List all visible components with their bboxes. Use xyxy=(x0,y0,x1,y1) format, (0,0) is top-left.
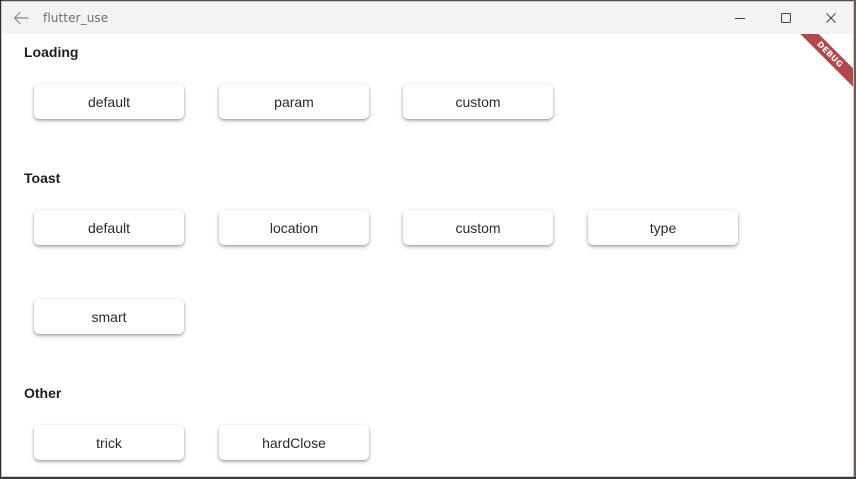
back-button[interactable] xyxy=(6,3,36,33)
maximize-button[interactable] xyxy=(763,2,809,34)
debug-banner: DEBUG xyxy=(793,34,853,94)
debug-ribbon-label: DEBUG xyxy=(793,34,853,91)
toast-default-button[interactable]: default xyxy=(34,210,184,245)
maximize-icon xyxy=(781,13,791,23)
minimize-button[interactable] xyxy=(717,2,763,34)
close-icon xyxy=(826,13,836,23)
arrow-left-icon xyxy=(13,11,29,25)
loading-custom-button[interactable]: custom xyxy=(403,84,553,119)
other-trick-button[interactable]: trick xyxy=(34,425,184,460)
close-button[interactable] xyxy=(808,2,853,34)
loading-param-button[interactable]: param xyxy=(219,84,369,119)
title-bar: flutter_use xyxy=(2,2,853,34)
window-title: flutter_use xyxy=(43,11,109,25)
other-hardclose-button[interactable]: hardClose xyxy=(219,425,369,460)
section-title-loading: Loading xyxy=(24,44,79,60)
toast-location-button[interactable]: location xyxy=(219,210,369,245)
toast-custom-button[interactable]: custom xyxy=(403,210,553,245)
main-content: Loading default param custom Toast defau… xyxy=(2,34,853,476)
loading-default-button[interactable]: default xyxy=(34,84,184,119)
section-title-other: Other xyxy=(24,385,62,401)
section-title-toast: Toast xyxy=(24,170,61,186)
toast-smart-button[interactable]: smart xyxy=(34,299,184,334)
toast-type-button[interactable]: type xyxy=(588,210,738,245)
minimize-icon xyxy=(735,18,745,19)
